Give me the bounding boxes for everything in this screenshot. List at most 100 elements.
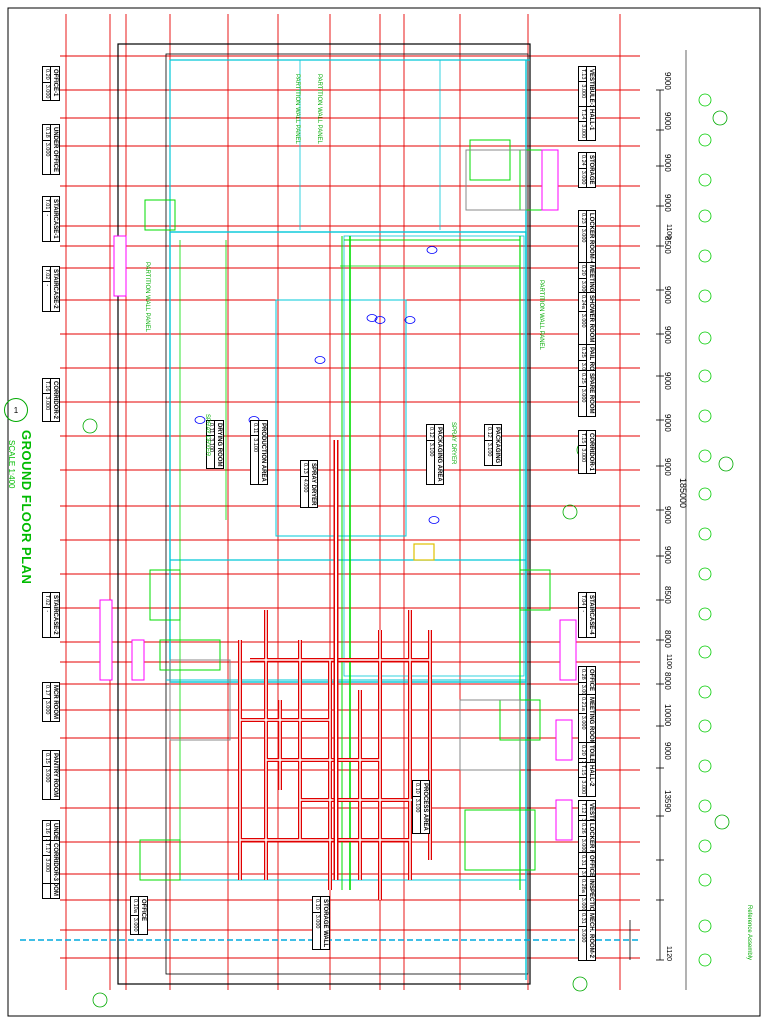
grid-bubble: [698, 953, 712, 967]
room-tag-value: 3.000: [314, 914, 320, 929]
drawing-scale: SCALE 1:400: [7, 440, 16, 489]
section-marker: [712, 110, 728, 126]
room-tag-name: SPARE ROOM: [586, 371, 595, 416]
drawing-title: GROUND FLOOR PLAN: [19, 430, 34, 585]
grid-bubble: [698, 527, 712, 541]
grid-bubble: [698, 93, 712, 107]
room-tag-value: 0.21a: [579, 695, 586, 714]
room-tag-value: 3.000: [580, 928, 586, 943]
grid-bubble: [698, 567, 712, 581]
room-tag-value: 0.25: [579, 345, 586, 361]
room-tag-value: 3.000: [132, 917, 138, 932]
room-tag-name: PANTRY ROOM: [50, 751, 59, 800]
room-tag-value: 0.23: [579, 211, 586, 227]
room-tag-value: 3.100: [252, 438, 258, 453]
magenta-tag: [99, 599, 113, 681]
floor-drain: [314, 356, 326, 364]
room-tag-value: T.17: [43, 841, 50, 857]
bay-dimension: 9000: [663, 72, 672, 90]
inner-process-room: [275, 299, 407, 537]
spray-dryer-label: SPRAY DRYER: [450, 422, 456, 465]
room-tag-value: 3.100: [486, 442, 492, 457]
room-tag-value: 3.000: [580, 84, 586, 99]
floor-drain: [194, 416, 206, 424]
equipment-block: [469, 139, 511, 181]
room-tag-value: 3.000: [580, 313, 586, 328]
magenta-tag: [541, 149, 559, 211]
magenta-tag: [113, 235, 127, 297]
room-tag-value: -: [580, 610, 586, 613]
bay-dimension: 9000: [663, 742, 672, 760]
room-tag-name: PACKAGING: [492, 425, 501, 466]
room-tag-name: OFFICE: [138, 897, 147, 934]
room-tag-name: HALL-1: [586, 107, 595, 141]
room-tag-value: 0.25: [579, 371, 586, 387]
bay-dimension: 9000: [663, 154, 672, 172]
room-tag-value: T.15: [579, 763, 586, 779]
room-tag-value: 4.000: [302, 478, 308, 493]
room-tag-name: STAIRCASE-1: [50, 197, 59, 241]
section-marker: [562, 504, 578, 520]
room-tag-name: UNDER OFFICE: [50, 125, 59, 174]
room-tag-value: 3.000: [44, 142, 50, 157]
grid-bubble: [698, 369, 712, 383]
grid-bubble: [698, 799, 712, 813]
grid-bubble: [698, 449, 712, 463]
room-tag-value: 3.000: [580, 780, 586, 795]
room-tag-value: 0.20: [43, 67, 50, 83]
equipment-block: [149, 569, 181, 621]
room-tag-name: MECH. ROOM-2: [586, 911, 595, 960]
equipment-block: [464, 809, 536, 871]
room-tag-details: T.04-: [579, 593, 586, 637]
grid-bubble: [698, 173, 712, 187]
room-tag-value: 0.31: [579, 853, 586, 869]
partial-bay-dimension: 1120: [665, 946, 672, 962]
room-tag-value: 0.18: [43, 125, 50, 141]
bay-dimension: 9000: [663, 194, 672, 212]
magenta-tag: [131, 639, 145, 681]
magenta-tag: [555, 799, 573, 841]
partition-label: PARTITION WALL PANEL: [294, 74, 300, 144]
bay-dimension: 9000: [663, 414, 672, 432]
section-marker: [82, 418, 98, 434]
floor-drain: [366, 314, 378, 322]
bay-dimension: 10000: [663, 704, 672, 727]
equipment-grey: [169, 659, 231, 741]
bay-dimension: 9000: [663, 546, 672, 564]
equipment-grey: [459, 699, 521, 771]
room-tag-value: 3.000: [580, 170, 586, 185]
sheet-border: [7, 7, 761, 1017]
room-tag-value: 0.10: [413, 781, 420, 797]
room-tag-value: -: [44, 610, 50, 613]
room-tag-value: 0.24a: [579, 293, 586, 312]
room-tag-value: 0.12: [427, 425, 434, 441]
bay-dimension: 9000: [663, 372, 672, 390]
room-tag-value: 3.000: [580, 124, 586, 139]
grid-bubble: [698, 331, 712, 345]
grid-bubble: [698, 289, 712, 303]
room-tag-value: 3.000: [44, 700, 50, 715]
building-outline: [117, 43, 531, 985]
